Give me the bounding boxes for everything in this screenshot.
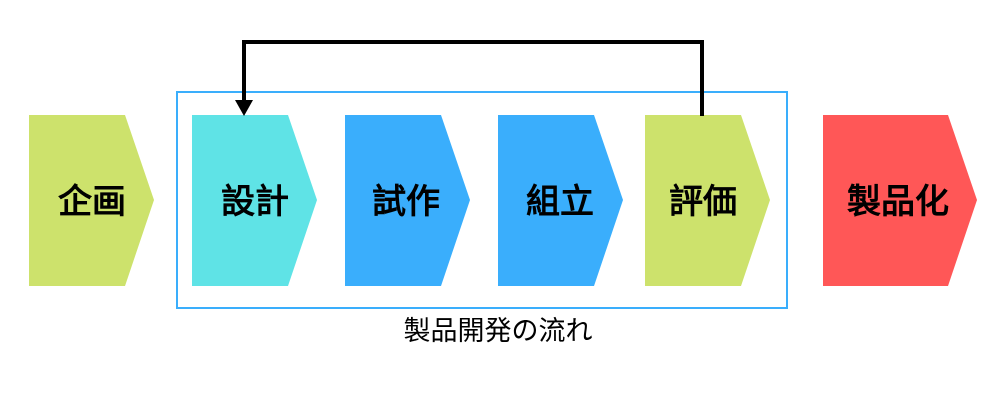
step-productization-label: 製品化 xyxy=(847,182,949,222)
step-evaluation-label: 評価 xyxy=(669,182,737,222)
feedback-arrow xyxy=(235,40,704,116)
step-design: 設計 xyxy=(192,115,317,286)
step-prototype-label: 試作 xyxy=(372,182,440,222)
step-planning-label: 企画 xyxy=(58,182,126,222)
feedback-arrow-line xyxy=(242,40,704,116)
feedback-arrowhead-icon xyxy=(235,100,253,116)
step-design-shape xyxy=(192,115,317,286)
step-design-label: 設計 xyxy=(221,182,289,222)
step-planning: 企画 xyxy=(29,115,154,286)
step-evaluation: 評価 xyxy=(645,115,770,286)
step-assembly-label: 組立 xyxy=(526,182,594,222)
development-group-frame xyxy=(176,91,788,309)
step-productization-shape xyxy=(823,115,977,286)
step-evaluation-shape xyxy=(645,115,770,286)
step-assembly: 組立 xyxy=(498,115,623,286)
step-productization: 製品化 xyxy=(823,115,977,286)
step-planning-shape xyxy=(29,115,154,286)
group-caption: 製品開発の流れ xyxy=(404,316,593,347)
step-assembly-shape xyxy=(498,115,623,286)
step-prototype: 試作 xyxy=(345,115,470,286)
step-prototype-shape xyxy=(345,115,470,286)
